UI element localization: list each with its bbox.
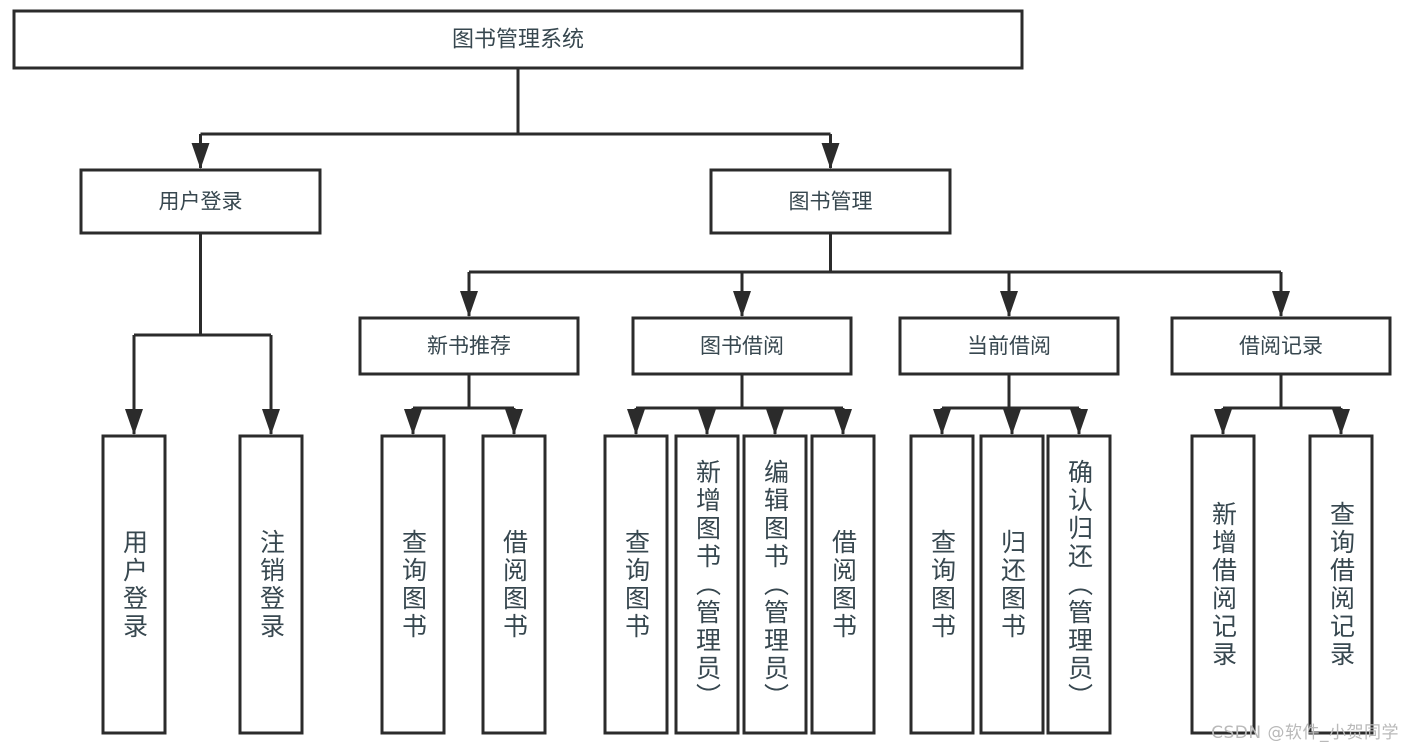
arrow-head [627,409,645,435]
arrow-head [821,143,840,169]
edges-layer [125,68,1350,435]
node-box-root[interactable] [12,9,1024,70]
arrow-head [460,291,478,317]
node-box-leaf-query-book-1[interactable] [380,434,446,735]
arrow-head [262,409,280,435]
node-label-borrow-record: 借阅记录 [1239,334,1323,358]
node-label-book-manage: 图书管理 [789,190,873,214]
arrow-head [933,409,951,435]
node-box-borrow-record[interactable] [1170,316,1392,376]
arrow-head [1272,291,1290,317]
arrow-head [404,409,422,435]
node-label-root: 图书管理系统 [452,28,584,53]
arrow-head [733,291,751,317]
node-box-leaf-confirm-return[interactable] [1046,434,1112,735]
node-box-leaf-query-book-2[interactable] [603,434,669,735]
arrow-head [505,409,523,435]
node-box-leaf-borrow-book-1[interactable] [481,434,547,735]
node-box-leaf-query-book-3[interactable] [909,434,975,735]
arrow-head [834,409,852,435]
arrow-head [1070,409,1088,435]
node-box-book-borrow[interactable] [631,316,853,376]
node-box-leaf-return-book[interactable] [979,434,1045,735]
node-box-leaf-logout-login[interactable] [238,434,304,735]
node-box-leaf-edit-book[interactable] [742,434,808,735]
node-box-new-book-recommend[interactable] [358,316,580,376]
arrow-head [766,409,784,435]
arrow-head [191,143,210,169]
node-box-current-borrow[interactable] [898,316,1120,376]
arrow-head [1214,409,1232,435]
node-box-leaf-query-record[interactable] [1308,434,1374,735]
node-label-book-borrow: 图书借阅 [700,334,784,358]
csdn-watermark: CSDN @软件_小贺同学 [1211,723,1399,743]
node-box-book-manage[interactable] [709,168,952,235]
arrow-head [1000,291,1018,317]
node-label-user-login: 用户登录 [159,190,243,214]
boxes-layer [12,9,1392,735]
node-label-new-book-recommend: 新书推荐 [427,334,511,358]
node-box-leaf-borrow-book-2[interactable] [810,434,876,735]
node-box-user-login[interactable] [79,168,322,235]
arrow-head [1332,409,1350,435]
arrow-head [125,409,143,435]
node-box-leaf-add-record[interactable] [1190,434,1256,735]
arrow-head [698,409,716,435]
node-box-leaf-add-book[interactable] [674,434,740,735]
node-box-leaf-user-login[interactable] [101,434,167,735]
node-label-current-borrow: 当前借阅 [967,334,1051,358]
arrow-head [1003,409,1021,435]
